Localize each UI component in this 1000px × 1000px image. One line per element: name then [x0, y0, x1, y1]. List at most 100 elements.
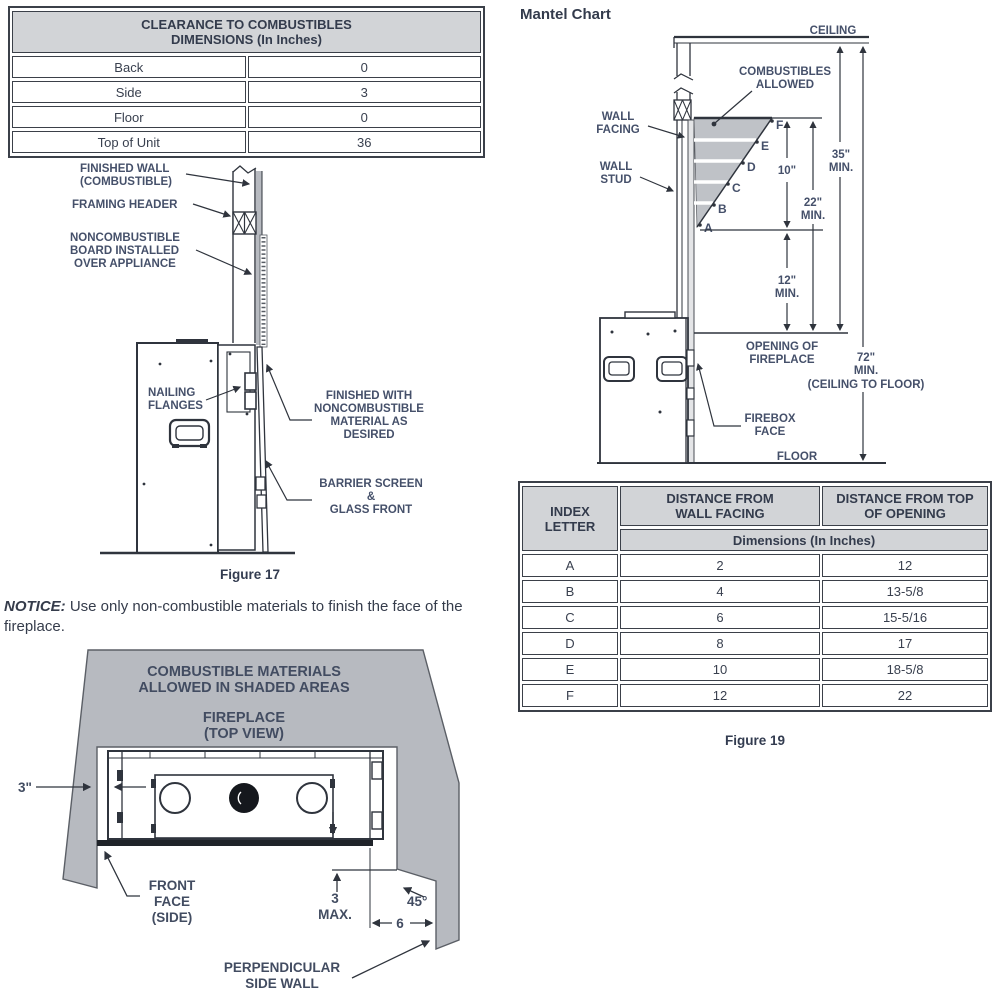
index-letter-e: E: [761, 139, 769, 153]
noncombustible-board: [259, 234, 268, 348]
row-value: 36: [247, 131, 481, 153]
front-face-label: FRONT: [149, 878, 196, 893]
index-letter-c: C: [732, 181, 741, 195]
table-row: C 6 15-5/16: [522, 606, 988, 629]
firebox-face-label: FIREBOX: [744, 413, 795, 425]
top-of-opening-header: DISTANCE FROM TOP OF OPENING: [822, 486, 988, 526]
index-letter-header: INDEX LETTER: [522, 486, 618, 551]
ceiling-label: CEILING: [810, 25, 857, 37]
row-value: 0: [247, 56, 481, 78]
perpendicular-leader: [351, 940, 431, 979]
dim-35-label: MIN.: [829, 162, 853, 174]
finished-with-label: NONCOMBUSTIBLE: [314, 403, 424, 415]
mantel-chart-diagram: CEILING F E D C B A: [596, 25, 925, 464]
dim-35-label: 35": [832, 149, 850, 161]
opening-of-fireplace-label: OPENING OF: [746, 341, 818, 353]
dim-45-arrow: [402, 887, 425, 898]
barrier-screen-glass-front: [255, 346, 269, 553]
wall-facing-header: DISTANCE FROM WALL FACING: [620, 486, 820, 526]
leader-arrows: [185, 173, 312, 501]
dim-6-label: 6: [396, 916, 404, 931]
wall-facing-label: FACING: [596, 124, 640, 136]
fireplace-topview-label: FIREPLACE: [203, 710, 286, 726]
clearance-table: CLEARANCE TO COMBUSTIBLES DIMENSIONS (In…: [8, 6, 485, 158]
table-row: Floor 0: [12, 106, 481, 128]
barrier-screen-label: BARRIER SCREEN: [319, 478, 423, 490]
ceiling-line: [673, 35, 869, 48]
table-row: A 2 12: [522, 554, 988, 577]
dimension-arrows: [783, 45, 867, 462]
figure17-caption: Figure 17: [219, 567, 281, 582]
row-label: Floor: [12, 106, 246, 128]
finished-wall-label: (COMBUSTIBLE): [80, 176, 172, 188]
wall-stud-label: WALL: [600, 161, 633, 173]
front-face-label: (SIDE): [152, 910, 193, 925]
row-value: 0: [247, 106, 481, 128]
table-row: D 8 17: [522, 632, 988, 655]
fireplace-topview-label: (TOP VIEW): [204, 726, 284, 742]
dim-22-label: MIN.: [801, 210, 825, 222]
notice-text: NOTICE: Use only non-combustible materia…: [4, 598, 463, 636]
table-row: Side 3: [12, 81, 481, 103]
barrier-screen-label: &: [367, 491, 375, 503]
dim-3max-label: MAX.: [318, 907, 352, 922]
notice-prefix: NOTICE:: [4, 598, 66, 615]
shaded-combustible-area: [62, 649, 460, 951]
finished-with-label: FINISHED WITH: [326, 390, 412, 402]
framing-header: [232, 211, 257, 235]
leader-arrows: [639, 90, 753, 427]
nailing-flanges-label: NAILING: [148, 387, 195, 399]
clearance-table-title: CLEARANCE TO COMBUSTIBLES DIMENSIONS (In…: [12, 11, 481, 53]
table-row: B 4 13-5/8: [522, 580, 988, 603]
wall-structure: [673, 43, 695, 464]
noncombustible-board-label: OVER APPLIANCE: [74, 258, 176, 270]
dim-72-label: (CEILING TO FLOOR): [808, 379, 925, 391]
finished-wall: [232, 165, 263, 345]
firebox: [599, 311, 695, 464]
figure19-caption: Figure 19: [724, 733, 786, 748]
fireplace-appliance: [136, 339, 257, 554]
table-row: F 12 22: [522, 684, 988, 707]
flue-circle-center: [229, 783, 259, 813]
row-value: 3: [247, 81, 481, 103]
vent-circle-left: [159, 782, 191, 814]
index-letter-d: D: [747, 160, 756, 174]
front-face-bar: [97, 840, 373, 846]
wall-stud-label: STUD: [600, 174, 631, 186]
front-face-label: FACE: [154, 894, 190, 909]
nailing-flange: [244, 372, 257, 410]
floor-label: FLOOR: [777, 451, 818, 463]
dim-3in-label: 3": [18, 780, 32, 795]
combustible-area-label: ALLOWED IN SHADED AREAS: [138, 680, 350, 696]
dim-3max: [328, 812, 397, 928]
combustibles-allowed-label: ALLOWED: [756, 79, 814, 91]
framing-header-label: FRAMING HEADER: [72, 199, 178, 211]
nailing-flanges-label: FLANGES: [148, 400, 203, 412]
finished-wall-label: FINISHED WALL: [80, 163, 169, 175]
wall-facing-label: WALL: [602, 111, 635, 123]
dim-10-label: 10": [778, 165, 796, 177]
index-letter-a: A: [704, 221, 713, 235]
dim-72-label: MIN.: [854, 365, 878, 377]
noncombustible-board-label: NONCOMBUSTIBLE: [70, 232, 180, 244]
appliance-handle: [168, 418, 211, 448]
row-label: Back: [12, 56, 246, 78]
dim-72-label: 72": [857, 352, 875, 364]
mantel-chart-title: Mantel Chart: [520, 6, 611, 23]
front-face-leader: [104, 850, 140, 897]
vent-circle-right: [296, 782, 328, 814]
opening-of-fireplace-label: FIREPLACE: [749, 354, 815, 366]
index-letter-f: F: [776, 118, 783, 132]
finished-with-label: MATERIAL AS: [330, 416, 407, 428]
topview-diagram: 3" 3 MAX. 45° 6 COMBUSTIBLE MATERIALS AL…: [18, 649, 460, 991]
dim-12-label: 12": [778, 275, 796, 287]
dim-12-label: MIN.: [775, 288, 799, 300]
index-letter-b: B: [718, 202, 727, 216]
firebox-face-label: FACE: [755, 426, 786, 438]
index-table: INDEX LETTER DISTANCE FROM WALL FACING D…: [518, 481, 992, 712]
row-label: Top of Unit: [12, 131, 246, 153]
dim-3max-label: 3: [331, 891, 339, 906]
combustibles-allowed-label: COMBUSTIBLES: [739, 66, 831, 78]
dim-22-label: 22": [804, 197, 822, 209]
barrier-screen-label: GLASS FRONT: [330, 504, 412, 516]
